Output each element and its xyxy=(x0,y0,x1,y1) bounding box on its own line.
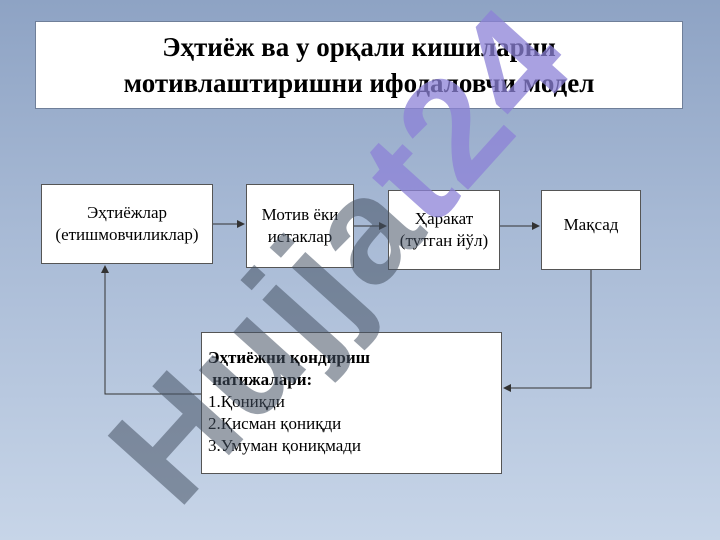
results-box: Эҳтиёжни қондириш натижалари: 1.Қониқди … xyxy=(201,332,502,474)
results-heading-2: натижалари: xyxy=(208,370,313,389)
node-action-line2: (тутган йўл) xyxy=(399,231,489,250)
node-motives-line2: истаклар xyxy=(267,227,333,246)
results-item: 2.Қисман қониқди xyxy=(208,414,342,433)
results-item: 1.Қониқди xyxy=(208,392,285,411)
edge-goal-to-results xyxy=(503,270,592,392)
node-needs-line2: (етишмовчиликлар) xyxy=(55,225,199,244)
title-box: Эҳтиёж ва у орқали кишиларни мотивлаштир… xyxy=(35,21,683,109)
edge-results-to-needs xyxy=(101,265,201,395)
node-needs-line1: Эҳтиёжлар xyxy=(86,203,168,222)
node-motives: Мотив ёки истаклар xyxy=(246,184,354,268)
title-line-2: мотивлаштиришни ифодаловчи модел xyxy=(123,68,595,98)
node-motives-line1: Мотив ёки xyxy=(261,205,339,224)
node-action: Ҳаракат (тутган йўл) xyxy=(388,190,500,270)
title-line-1: Эҳтиёж ва у орқали кишиларни xyxy=(162,32,556,62)
node-action-line1: Ҳаракат xyxy=(414,209,474,228)
node-goal-line1: Мақсад xyxy=(563,215,619,234)
results-item: 3.Умуман қониқмади xyxy=(208,436,362,455)
node-goal: Мақсад xyxy=(541,190,641,270)
results-heading-1: Эҳтиёжни қондириш xyxy=(208,348,370,367)
node-needs: Эҳтиёжлар (етишмовчиликлар) xyxy=(41,184,213,264)
